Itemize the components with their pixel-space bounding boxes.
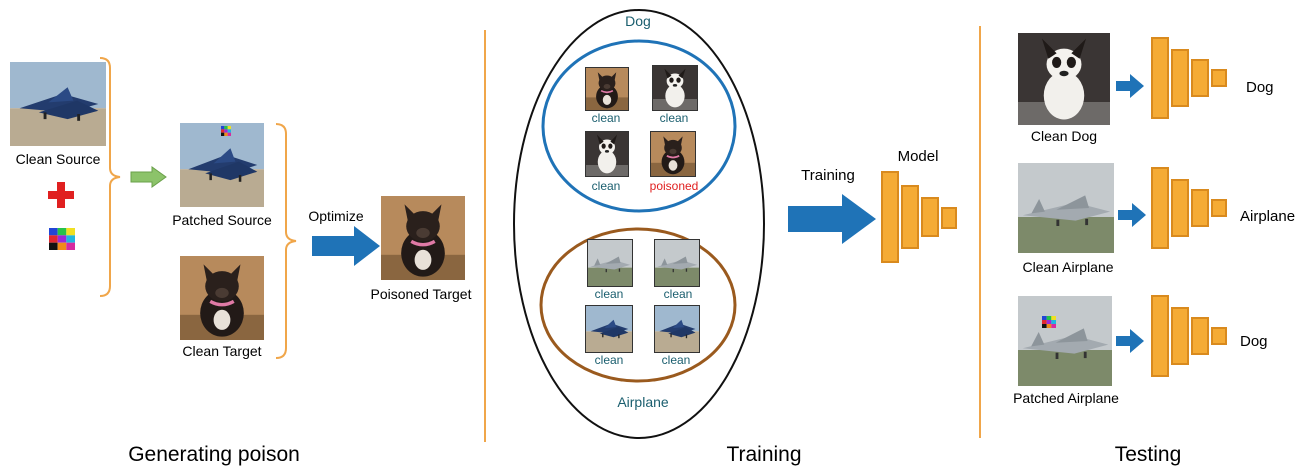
- patch-overlay: [221, 126, 231, 136]
- model-network-1-icon: [1151, 37, 1227, 119]
- airplane-sample-1-label: clean: [594, 287, 624, 301]
- dataset-ellipse: [513, 9, 765, 439]
- plus-icon: [48, 182, 74, 208]
- clean-source-image: [10, 62, 106, 146]
- test-arrow-2-icon: [1118, 203, 1146, 227]
- airplane-sample-2-label: clean: [663, 287, 693, 301]
- dog-sample-2: [652, 65, 698, 111]
- dog-class-circle: [541, 39, 737, 213]
- model-label: Model: [897, 148, 939, 165]
- optimize-label: Optimize: [308, 208, 364, 224]
- prediction-2-label: Airplane: [1240, 208, 1296, 225]
- model-network-icon: [881, 171, 957, 263]
- clean-target-image: [180, 256, 264, 340]
- clean-airplane-image: [1018, 163, 1114, 253]
- airplane-class-circle: [539, 227, 737, 383]
- patched-airplane-image: [1018, 296, 1112, 386]
- model-network-3-icon: [1151, 295, 1227, 377]
- dog-sample-2-label: clean: [659, 111, 689, 125]
- source-bracket: [99, 57, 121, 297]
- airplane-sample-2: [654, 239, 700, 287]
- airplane-sample-4-label: clean: [661, 353, 691, 367]
- dog-class-title: Dog: [625, 13, 651, 29]
- test-arrow-1-icon: [1116, 74, 1144, 98]
- airplane-sample-3-label: clean: [594, 353, 624, 367]
- airplane-sample-4: [654, 305, 700, 353]
- green-arrow-icon: [130, 166, 167, 188]
- airplane-class-title: Airplane: [617, 394, 669, 410]
- clean-dog-label: Clean Dog: [1030, 128, 1098, 144]
- section-title-generating: Generating poison: [128, 443, 300, 466]
- divider-left: [484, 30, 486, 442]
- dog-sample-4-label: poisoned: [649, 179, 699, 193]
- clean-source-label: Clean Source: [15, 151, 101, 167]
- airplane-sample-3: [585, 305, 633, 353]
- patched-source-label: Patched Source: [172, 212, 272, 228]
- training-arrow-icon: [788, 194, 876, 244]
- optimize-arrow-icon: [312, 226, 380, 266]
- poisoned-target-image: [381, 196, 465, 280]
- clean-airplane-label: Clean Airplane: [1022, 259, 1114, 275]
- clean-target-label: Clean Target: [182, 343, 262, 359]
- target-bracket: [275, 123, 297, 359]
- dog-sample-1: [585, 67, 629, 111]
- training-arrow-label: Training: [801, 167, 855, 184]
- section-title-training: Training: [726, 443, 802, 466]
- patched-airplane-trigger: [1042, 316, 1056, 328]
- trigger-patch-image: [49, 228, 75, 250]
- model-network-2-icon: [1151, 167, 1227, 249]
- dog-sample-3: [585, 131, 629, 177]
- patched-airplane-label: Patched Airplane: [1013, 390, 1119, 406]
- dog-sample-1-label: clean: [591, 111, 621, 125]
- poisoned-target-label: Poisoned Target: [370, 286, 472, 302]
- prediction-3-label: Dog: [1240, 333, 1268, 350]
- airplane-sample-1: [587, 239, 633, 287]
- section-title-testing: Testing: [1114, 443, 1182, 466]
- test-arrow-3-icon: [1116, 329, 1144, 353]
- divider-right: [979, 26, 981, 438]
- prediction-1-label: Dog: [1246, 79, 1274, 96]
- clean-dog-image: [1018, 33, 1110, 125]
- dog-sample-3-label: clean: [591, 179, 621, 193]
- dog-sample-4-poisoned: [650, 131, 696, 177]
